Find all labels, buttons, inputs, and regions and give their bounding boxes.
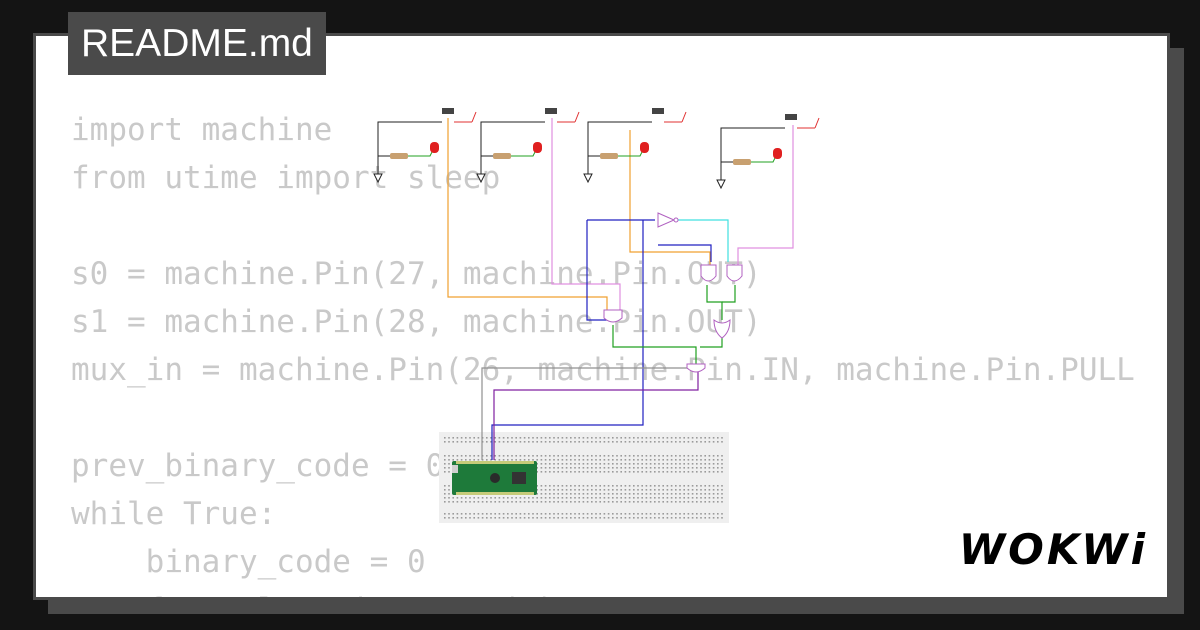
wokwi-logo: WOKWi: [958, 525, 1148, 574]
code-line: while True:: [71, 496, 277, 532]
pico-board: [452, 461, 537, 495]
code-line: import machine: [71, 112, 333, 148]
switch-led-groups: [373, 108, 820, 190]
code-line: mux_in = machine.Pin(26, machine.Pin.IN,…: [71, 352, 1135, 388]
code-line: binary_code = 0: [71, 544, 426, 580]
code-line: from utime import sleep: [71, 160, 501, 196]
switch-led-group: [476, 108, 580, 184]
code-line: for select in range(4):: [71, 586, 1135, 597]
switch-led-group: [583, 108, 687, 184]
file-tab-title: README.md: [68, 12, 326, 75]
logic-gates: [603, 212, 743, 373]
preview-card: import machine from utime import sleep s0 …: [33, 33, 1170, 600]
switch-led-group: [716, 114, 820, 190]
code-line: prev_binary_code = 0: [71, 448, 445, 484]
switch-led-group: [373, 108, 477, 184]
wires: [447, 118, 794, 460]
code-line: s0 = machine.Pin(27, machine.Pin.OUT): [71, 256, 762, 292]
